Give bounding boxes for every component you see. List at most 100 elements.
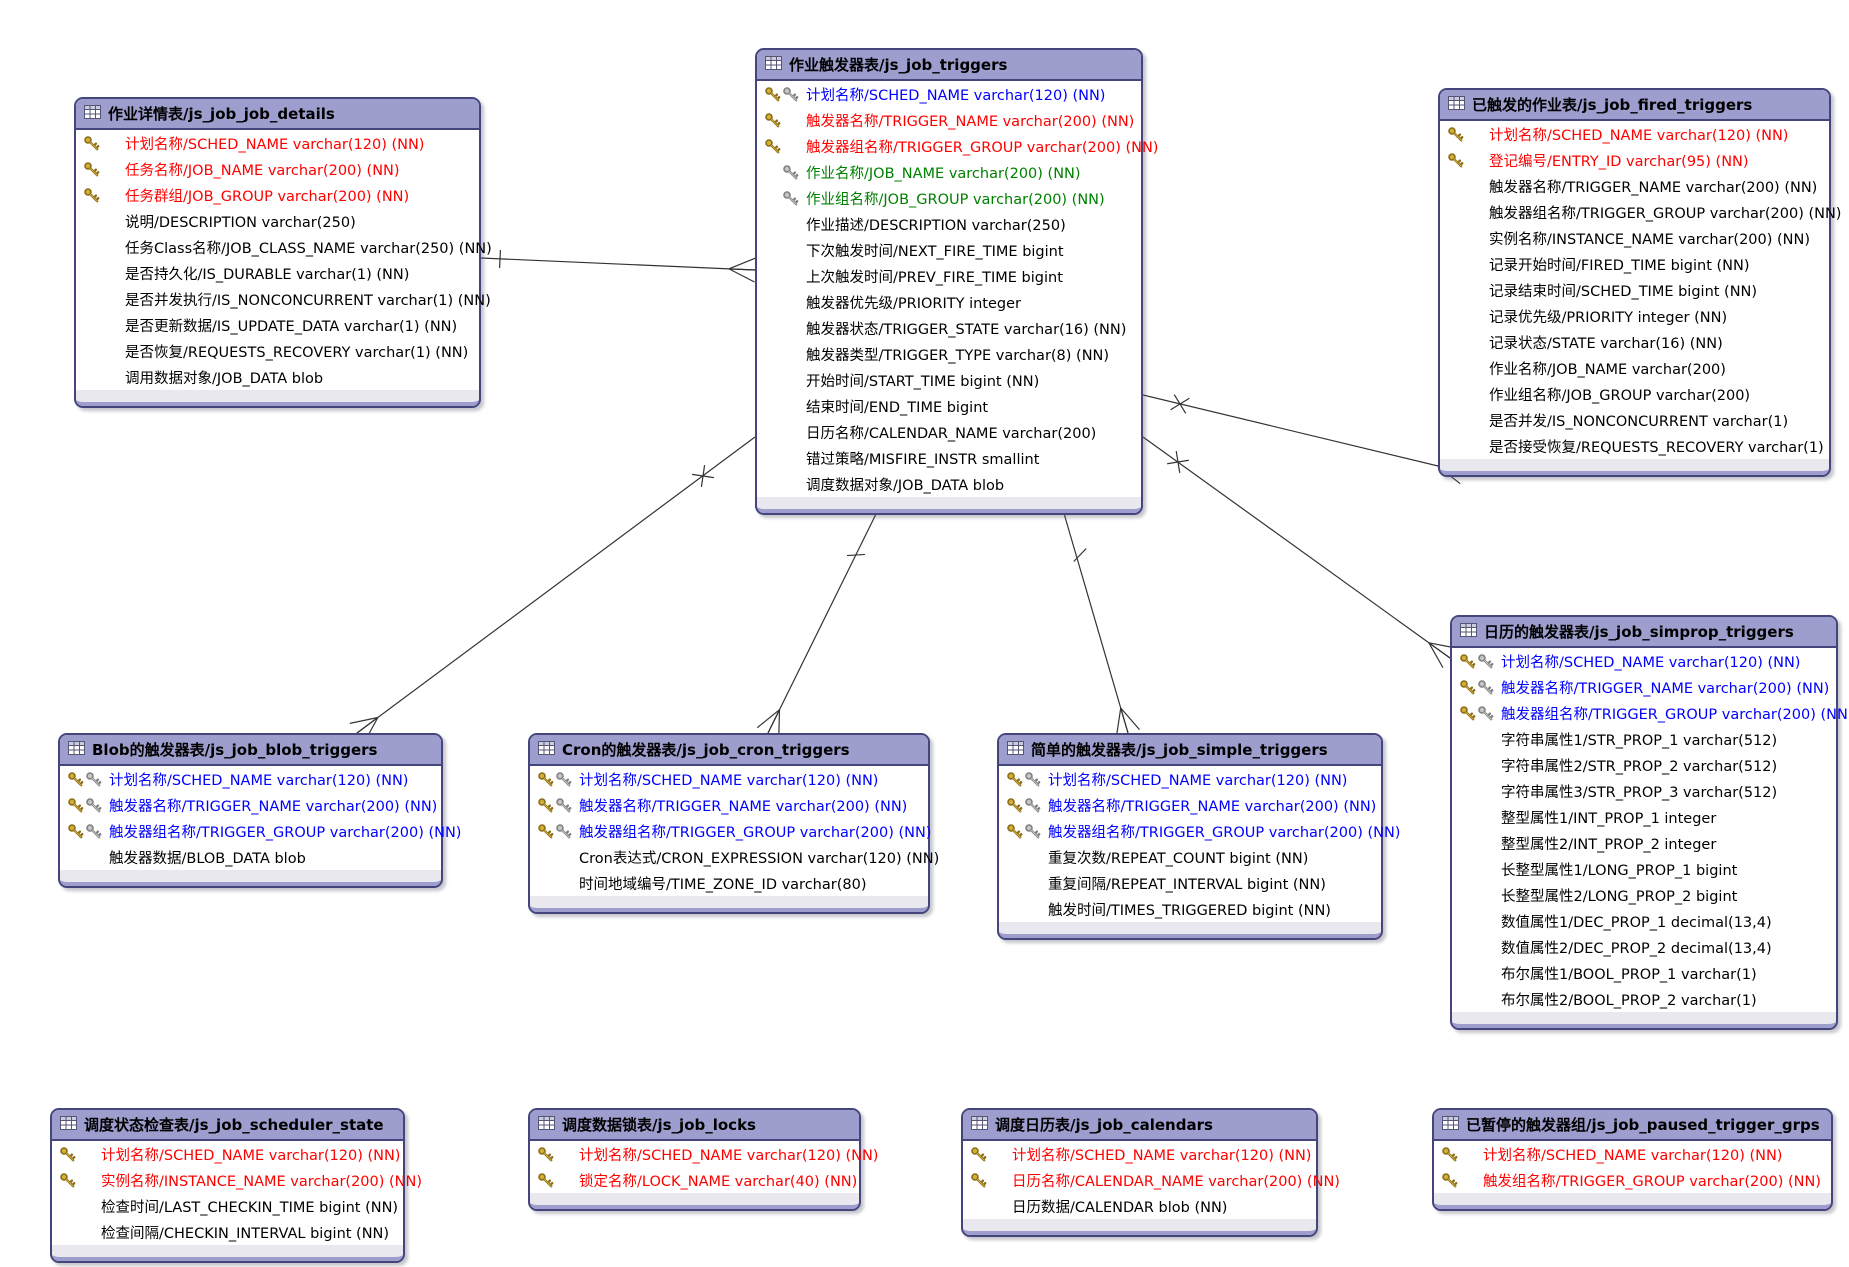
table-field-row[interactable]: 整型属性1/INT_PROP_1 integer [1452,804,1836,830]
table-field-row[interactable]: 计划名称/SCHED_NAME varchar(120) (NN) [963,1141,1316,1167]
table-field-row[interactable]: 是否持久化/IS_DURABLE varchar(1) (NN) [76,260,479,286]
table-simple_triggers[interactable]: 简单的触发器表/js_job_simple_triggers 计划名称/SCHE… [997,733,1400,940]
table-field-row[interactable]: 作业名称/JOB_NAME varchar(200) (NN) [757,159,1141,185]
table-field-row[interactable]: 作业名称/JOB_NAME varchar(200) [1440,355,1829,381]
table-field-row[interactable]: 记录优先级/PRIORITY integer (NN) [1440,303,1829,329]
table-field-row[interactable]: 实例名称/INSTANCE_NAME varchar(200) (NN) [1440,225,1829,251]
table-header-simprop_triggers[interactable]: 日历的触发器表/js_job_simprop_triggers [1452,617,1836,648]
table-field-row[interactable]: 开始时间/START_TIME bigint (NN) [757,367,1141,393]
table-field-row[interactable]: 记录开始时间/FIRED_TIME bigint (NN) [1440,251,1829,277]
table-header-cron_triggers[interactable]: Cron的触发器表/js_job_cron_triggers [530,735,928,766]
table-field-row[interactable]: 触发器组名称/TRIGGER_GROUP varchar(200) (NN) [1440,199,1841,225]
table-field-row[interactable]: 日历数据/CALENDAR blob (NN) [963,1193,1316,1219]
table-field-row[interactable]: 触发器名称/TRIGGER_NAME varchar(200) (NN) [757,107,1141,133]
table-field-row[interactable]: 计划名称/SCHED_NAME varchar(120) (NN) [1440,121,1829,147]
table-field-row[interactable]: 作业描述/DESCRIPTION varchar(250) [757,211,1141,237]
table-field-row[interactable]: 重复间隔/REPEAT_INTERVAL bigint (NN) [999,870,1381,896]
table-field-row[interactable]: 计划名称/SCHED_NAME varchar(120) (NN) [999,766,1381,792]
table-header-locks[interactable]: 调度数据锁表/js_job_locks [530,1110,859,1141]
table-header-paused_trigger_grps[interactable]: 已暂停的触发器组/js_job_paused_trigger_grps [1434,1110,1831,1141]
table-field-row[interactable]: 任务Class名称/JOB_CLASS_NAME varchar(250) (N… [76,234,492,260]
table-field-row[interactable]: 调度数据对象/JOB_DATA blob [757,471,1141,497]
table-header-scheduler_state[interactable]: 调度状态检查表/js_job_scheduler_state [52,1110,403,1141]
table-field-row[interactable]: 实例名称/INSTANCE_NAME varchar(200) (NN) [52,1167,422,1193]
table-field-row[interactable]: 触发器组名称/TRIGGER_GROUP varchar(200) (NN) [530,818,931,844]
table-header-blob_triggers[interactable]: Blob的触发器表/js_job_blob_triggers [60,735,441,766]
table-field-row[interactable]: 记录状态/STATE varchar(16) (NN) [1440,329,1829,355]
table-field-row[interactable]: 触发器名称/TRIGGER_NAME varchar(200) (NN) [1440,173,1829,199]
table-field-row[interactable]: 日历名称/CALENDAR_NAME varchar(200) (NN) [963,1167,1340,1193]
table-field-row[interactable]: 字符串属性1/STR_PROP_1 varchar(512) [1452,726,1836,752]
table-field-row[interactable]: 任务名称/JOB_NAME varchar(200) (NN) [76,156,479,182]
table-field-row[interactable]: 计划名称/SCHED_NAME varchar(120) (NN) [52,1141,403,1167]
table-field-row[interactable]: 计划名称/SCHED_NAME varchar(120) (NN) [530,766,928,792]
table-field-row[interactable]: 下次触发时间/NEXT_FIRE_TIME bigint [757,237,1141,263]
table-field-row[interactable]: 登记编号/ENTRY_ID varchar(95) (NN) [1440,147,1829,173]
table-triggers[interactable]: 作业触发器表/js_job_triggers 计划名称/SCHED_NAME v… [755,48,1158,515]
table-field-row[interactable]: 说明/DESCRIPTION varchar(250) [76,208,479,234]
table-scheduler_state[interactable]: 调度状态检查表/js_job_scheduler_state 计划名称/SCHE… [50,1108,422,1263]
table-job_details[interactable]: 作业详情表/js_job_job_details 计划名称/SCHED_NAME… [74,97,492,408]
table-field-row[interactable]: 触发器名称/TRIGGER_NAME varchar(200) (NN) [530,792,928,818]
table-field-row[interactable]: 检查间隔/CHECKIN_INTERVAL bigint (NN) [52,1219,403,1245]
table-field-row[interactable]: 日历名称/CALENDAR_NAME varchar(200) [757,419,1141,445]
table-header-simple_triggers[interactable]: 简单的触发器表/js_job_simple_triggers [999,735,1381,766]
table-field-row[interactable]: 是否更新数据/IS_UPDATE_DATA varchar(1) (NN) [76,312,479,338]
table-blob_triggers[interactable]: Blob的触发器表/js_job_blob_triggers 计划名称/SCHE… [58,733,461,888]
table-field-row[interactable]: 触发器组名称/TRIGGER_GROUP varchar(200) (NN) [1452,700,1849,726]
table-field-row[interactable]: 触发器组名称/TRIGGER_GROUP varchar(200) (NN) [999,818,1400,844]
table-field-row[interactable]: 是否并发执行/IS_NONCONCURRENT varchar(1) (NN) [76,286,491,312]
table-field-row[interactable]: 触发器名称/TRIGGER_NAME varchar(200) (NN) [999,792,1381,818]
table-field-row[interactable]: 锁定名称/LOCK_NAME varchar(40) (NN) [530,1167,859,1193]
table-field-row[interactable]: 检查时间/LAST_CHECKIN_TIME bigint (NN) [52,1193,403,1219]
table-field-row[interactable]: 是否接受恢复/REQUESTS_RECOVERY varchar(1) [1440,433,1829,459]
table-field-row[interactable]: 触发器优先级/PRIORITY integer [757,289,1141,315]
table-field-row[interactable]: 计划名称/SCHED_NAME varchar(120) (NN) [1452,648,1836,674]
table-field-row[interactable]: 数值属性2/DEC_PROP_2 decimal(13,4) [1452,934,1836,960]
table-paused_trigger_grps[interactable]: 已暂停的触发器组/js_job_paused_trigger_grps 计划名称… [1432,1108,1833,1211]
table-field-row[interactable]: 计划名称/SCHED_NAME varchar(120) (NN) [530,1141,878,1167]
table-field-row[interactable]: 长整型属性1/LONG_PROP_1 bigint [1452,856,1836,882]
table-field-row[interactable]: 是否并发/IS_NONCONCURRENT varchar(1) [1440,407,1829,433]
table-field-row[interactable]: 错过策略/MISFIRE_INSTR smallint [757,445,1141,471]
table-field-row[interactable]: 触发时间/TIMES_TRIGGERED bigint (NN) [999,896,1381,922]
table-field-row[interactable]: 任务群组/JOB_GROUP varchar(200) (NN) [76,182,479,208]
table-field-row[interactable]: 是否恢复/REQUESTS_RECOVERY varchar(1) (NN) [76,338,479,364]
table-header-job_details[interactable]: 作业详情表/js_job_job_details [76,99,479,130]
table-calendars[interactable]: 调度日历表/js_job_calendars 计划名称/SCHED_NAME v… [961,1108,1340,1237]
table-field-row[interactable]: 触发器名称/TRIGGER_NAME varchar(200) (NN) [1452,674,1836,700]
table-field-row[interactable]: 字符串属性3/STR_PROP_3 varchar(512) [1452,778,1836,804]
table-header-triggers[interactable]: 作业触发器表/js_job_triggers [757,50,1141,81]
table-field-row[interactable]: 触发器数据/BLOB_DATA blob [60,844,441,870]
table-field-row[interactable]: 字符串属性2/STR_PROP_2 varchar(512) [1452,752,1836,778]
table-field-row[interactable]: 整型属性2/INT_PROP_2 integer [1452,830,1836,856]
table-field-row[interactable]: 布尔属性2/BOOL_PROP_2 varchar(1) [1452,986,1836,1012]
table-field-row[interactable]: 长整型属性2/LONG_PROP_2 bigint [1452,882,1836,908]
table-field-row[interactable]: Cron表达式/CRON_EXPRESSION varchar(120) (NN… [530,844,939,870]
table-field-row[interactable]: 重复次数/REPEAT_COUNT bigint (NN) [999,844,1381,870]
table-field-row[interactable]: 作业组名称/JOB_GROUP varchar(200) (NN) [757,185,1141,211]
table-field-row[interactable]: 计划名称/SCHED_NAME varchar(120) (NN) [76,130,479,156]
table-cron_triggers[interactable]: Cron的触发器表/js_job_cron_triggers 计划名称/SCHE… [528,733,939,914]
table-field-row[interactable]: 作业组名称/JOB_GROUP varchar(200) [1440,381,1829,407]
table-field-row[interactable]: 结束时间/END_TIME bigint [757,393,1141,419]
table-field-row[interactable]: 触发器组名称/TRIGGER_GROUP varchar(200) (NN) [60,818,461,844]
table-header-calendars[interactable]: 调度日历表/js_job_calendars [963,1110,1316,1141]
table-field-row[interactable]: 时间地域编号/TIME_ZONE_ID varchar(80) [530,870,928,896]
table-header-fired_triggers[interactable]: 已触发的作业表/js_job_fired_triggers [1440,90,1829,121]
table-field-row[interactable]: 上次触发时间/PREV_FIRE_TIME bigint [757,263,1141,289]
table-field-row[interactable]: 触发器名称/TRIGGER_NAME varchar(200) (NN) [60,792,441,818]
table-field-row[interactable]: 触发器组名称/TRIGGER_GROUP varchar(200) (NN) [757,133,1158,159]
table-field-row[interactable]: 记录结束时间/SCHED_TIME bigint (NN) [1440,277,1829,303]
table-field-row[interactable]: 触发组名称/TRIGGER_GROUP varchar(200) (NN) [1434,1167,1831,1193]
table-simprop_triggers[interactable]: 日历的触发器表/js_job_simprop_triggers 计划名称/SCH… [1450,615,1849,1030]
table-field-row[interactable]: 调用数据对象/JOB_DATA blob [76,364,479,390]
table-field-row[interactable]: 数值属性1/DEC_PROP_1 decimal(13,4) [1452,908,1836,934]
table-field-row[interactable]: 计划名称/SCHED_NAME varchar(120) (NN) [1434,1141,1831,1167]
table-locks[interactable]: 调度数据锁表/js_job_locks 计划名称/SCHED_NAME varc… [528,1108,878,1211]
table-field-row[interactable]: 触发器状态/TRIGGER_STATE varchar(16) (NN) [757,315,1141,341]
table-field-row[interactable]: 触发器类型/TRIGGER_TYPE varchar(8) (NN) [757,341,1141,367]
table-field-row[interactable]: 计划名称/SCHED_NAME varchar(120) (NN) [757,81,1141,107]
table-fired_triggers[interactable]: 已触发的作业表/js_job_fired_triggers 计划名称/SCHED… [1438,88,1841,477]
table-field-row[interactable]: 布尔属性1/BOOL_PROP_1 varchar(1) [1452,960,1836,986]
